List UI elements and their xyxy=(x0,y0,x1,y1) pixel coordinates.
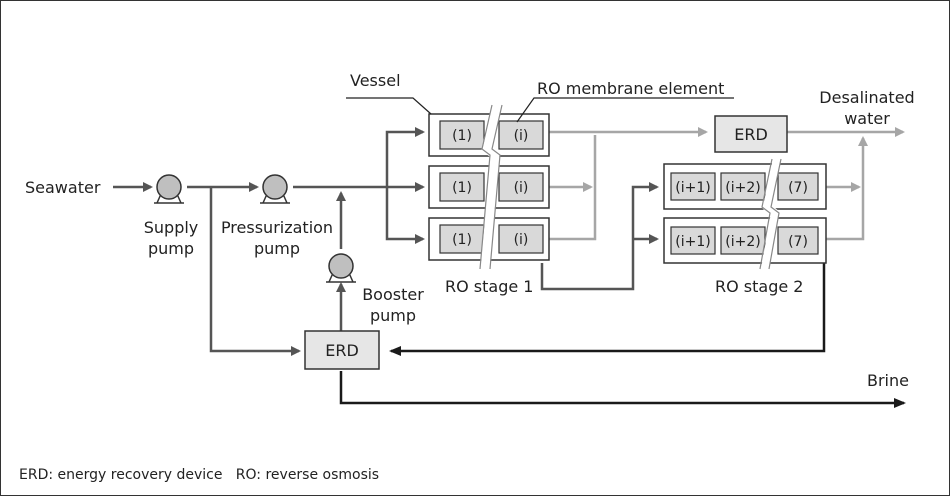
supply-pump xyxy=(154,174,184,204)
break-mark-line xyxy=(489,104,503,270)
feed-lines xyxy=(113,127,659,356)
break-mark-line xyxy=(768,158,782,270)
brine-lines xyxy=(339,263,906,408)
break-mark xyxy=(480,104,502,270)
booster-pump xyxy=(326,253,356,283)
feed-branch-top xyxy=(385,127,425,187)
supply-pump-label-2: pump xyxy=(148,239,194,258)
permeate-lines xyxy=(549,127,905,241)
erd-top: ERD xyxy=(714,115,788,153)
vessel-2-2: (i+1) (i+2) (7) xyxy=(663,217,827,264)
permeate-riser xyxy=(549,135,597,241)
element-label: (i+2) xyxy=(725,234,760,250)
break-mark-line xyxy=(479,104,493,270)
ro-stage-1: (1) (i) (1) (i) (1) (i) xyxy=(428,104,550,270)
membrane-element xyxy=(439,172,485,202)
membrane-element xyxy=(439,120,485,150)
element-leader xyxy=(516,97,734,123)
seawater-label: Seawater xyxy=(25,178,101,197)
booster-pump-label: Booster xyxy=(362,285,424,304)
membrane-element xyxy=(720,172,766,201)
element-label: (i+1) xyxy=(675,234,710,250)
element-label: (i+2) xyxy=(725,180,760,196)
vessel-leader xyxy=(346,97,432,115)
membrane-element xyxy=(498,172,544,202)
element-label: (7) xyxy=(788,234,808,250)
element-label: (1) xyxy=(452,180,472,196)
membrane-element xyxy=(498,120,544,150)
element-label: (1) xyxy=(452,128,472,144)
ro-membrane-element-label: RO membrane element xyxy=(537,79,724,98)
membrane-element xyxy=(777,226,819,255)
supply-pump-label: Supply xyxy=(144,218,199,237)
desalinated-water-label: Desalinated xyxy=(819,88,914,107)
element-label: (1) xyxy=(452,232,472,248)
element-label: (i+1) xyxy=(675,180,710,196)
break-mark xyxy=(761,158,781,270)
pressurization-pump xyxy=(260,174,290,204)
ro-stage-2-label: RO stage 2 xyxy=(715,277,803,296)
pressurization-pump-label: Pressurization xyxy=(221,218,333,237)
vessel-label: Vessel xyxy=(350,71,401,90)
element-label: (7) xyxy=(788,180,808,196)
break-mark-line xyxy=(759,158,773,270)
erd-bottom-label: ERD xyxy=(325,341,359,360)
erd-bottom: ERD xyxy=(304,330,380,370)
membrane-element xyxy=(498,224,544,254)
erd-top-label: ERD xyxy=(734,125,768,144)
ro-stage-2: (i+1) (i+2) (7) (i+1) (i+2) (7) xyxy=(663,158,827,270)
permeate-riser-s2 xyxy=(826,136,868,241)
concentrate-to-stage2 xyxy=(540,182,659,291)
ro-stage-1-label: RO stage 1 xyxy=(445,277,533,296)
membrane-element xyxy=(670,172,716,201)
membrane-element xyxy=(670,226,716,255)
desalinated-water-label-2: water xyxy=(844,109,890,128)
membrane-element xyxy=(439,224,485,254)
vessel-2-1: (i+1) (i+2) (7) xyxy=(663,163,827,210)
brine-outlet xyxy=(339,371,906,408)
feed-branch-bottom xyxy=(385,187,425,244)
membrane-element xyxy=(777,172,819,201)
element-label: (i) xyxy=(514,232,529,248)
element-label: (i) xyxy=(514,180,529,196)
footnote: ERD: energy recovery device RO: reverse … xyxy=(19,467,379,483)
brine-to-erd xyxy=(389,263,826,356)
element-label: (i) xyxy=(514,128,529,144)
brine-label: Brine xyxy=(867,371,909,390)
pressurization-pump-label-2: pump xyxy=(254,239,300,258)
seawater-to-erd xyxy=(209,187,301,356)
booster-pump-label-2: pump xyxy=(370,306,416,325)
